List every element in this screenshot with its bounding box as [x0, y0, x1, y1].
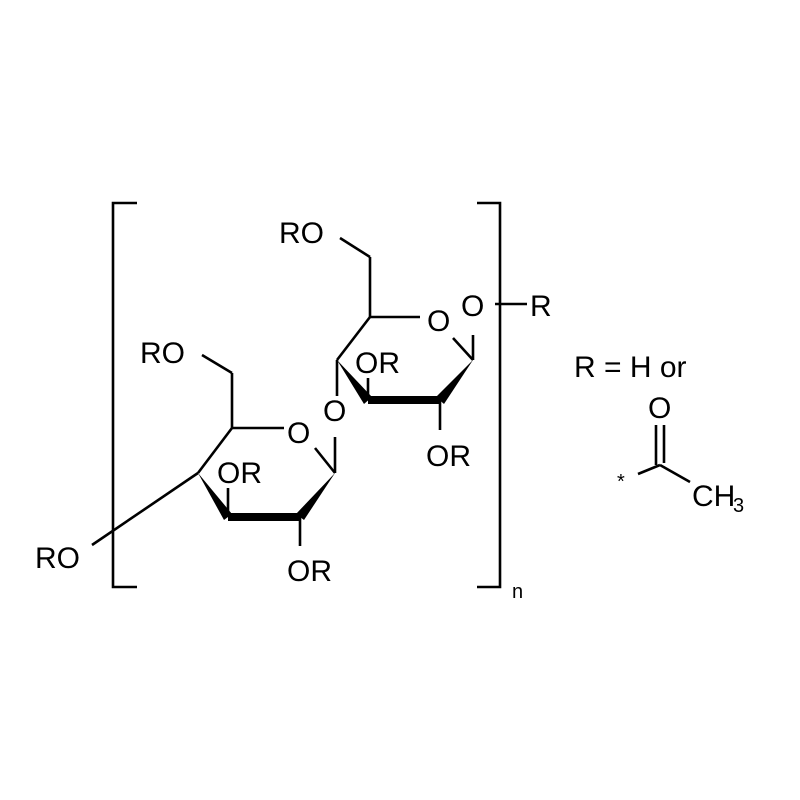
- repeat-subscript: n: [512, 581, 523, 603]
- attachment-bond: [637, 463, 661, 476]
- attachment-mark: *: [617, 471, 625, 493]
- methyl-bond: [659, 463, 691, 484]
- right-bracket: [477, 201, 502, 589]
- glycosidic-oxygen: O: [323, 395, 346, 428]
- ring2-c2-or: OR: [426, 440, 471, 473]
- ring2-anomeric-oxygen: O: [461, 290, 484, 323]
- r-definition: R = H or: [574, 351, 687, 384]
- ring2-oxygen: O: [427, 305, 450, 338]
- methyl-subscript: 3: [733, 495, 744, 517]
- ring1-c4-ro: RO: [35, 542, 80, 575]
- ring1-oxygen: O: [287, 417, 310, 450]
- acetyl-oxygen: O: [648, 392, 671, 425]
- ring-1: [91, 353, 337, 547]
- ring1-ch2-label: RO: [140, 337, 185, 370]
- left-bracket: [111, 201, 137, 589]
- ring-2: [335, 236, 527, 430]
- terminal-r: R: [530, 290, 552, 323]
- ring1-c2-or: OR: [287, 555, 332, 588]
- ring2-ch2-label: RO: [279, 217, 324, 250]
- ring2-c3-or: OR: [355, 347, 400, 380]
- methyl-label: CH: [692, 480, 735, 513]
- ring1-c3-or: OR: [217, 457, 262, 490]
